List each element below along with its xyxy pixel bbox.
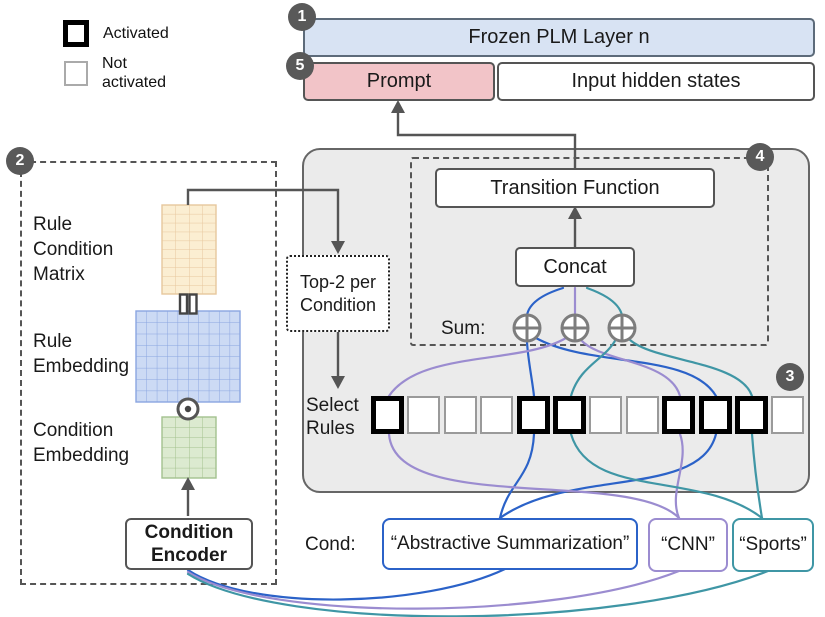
badge-1: 1 <box>288 3 316 31</box>
rule-cell <box>771 396 805 434</box>
legend-not-activated-swatch <box>64 60 88 86</box>
legend-activated-label: Activated <box>103 25 169 42</box>
badge-4: 4 <box>746 143 774 171</box>
cond-label: Cond: <box>305 534 356 555</box>
rule-cell <box>662 396 696 434</box>
input-hidden-states-box: Input hidden states <box>497 62 815 101</box>
condition-embedding-label: Condition Embedding <box>33 420 130 466</box>
rule-embedding-label: Rule Embedding <box>33 331 130 377</box>
rule-cell <box>552 396 586 434</box>
badge-3: 3 <box>776 363 804 391</box>
rule-cell <box>589 396 623 434</box>
rules-row <box>371 396 805 434</box>
condition-abstractive-summarization: “Abstractive Summarization” <box>382 518 638 570</box>
prompt-box: Prompt <box>303 62 495 101</box>
sum-label: Sum: <box>441 318 486 339</box>
frozen-plm-layer-box: Frozen PLM Layer n <box>303 18 815 57</box>
legend-activated-swatch <box>63 20 89 47</box>
concat-box: Concat <box>515 247 635 287</box>
condition-encoder-box: Condition Encoder <box>125 518 253 570</box>
top2-per-condition-box: Top-2 per Condition <box>286 255 390 332</box>
select-rules-label: Select Rules <box>306 395 359 439</box>
legend-not-activated-label: Not activated <box>102 55 167 91</box>
dashed-group-2 <box>20 161 277 585</box>
rule-cell <box>698 396 732 434</box>
condition-cnn: “CNN” <box>648 518 728 572</box>
rule-cell <box>371 396 404 434</box>
transition-function-box: Transition Function <box>435 168 715 208</box>
rule-cell <box>734 396 768 434</box>
rule-condition-matrix-label: Rule Condition Matrix <box>33 214 114 285</box>
legend: Activated Not activated <box>63 20 169 99</box>
rule-cell <box>625 396 659 434</box>
rule-cell <box>407 396 441 434</box>
rule-cell <box>443 396 477 434</box>
rule-cell <box>480 396 514 434</box>
condition-sports: “Sports” <box>732 518 814 572</box>
badge-2: 2 <box>6 147 34 175</box>
rule-cell <box>516 396 550 434</box>
badge-5: 5 <box>286 52 314 80</box>
